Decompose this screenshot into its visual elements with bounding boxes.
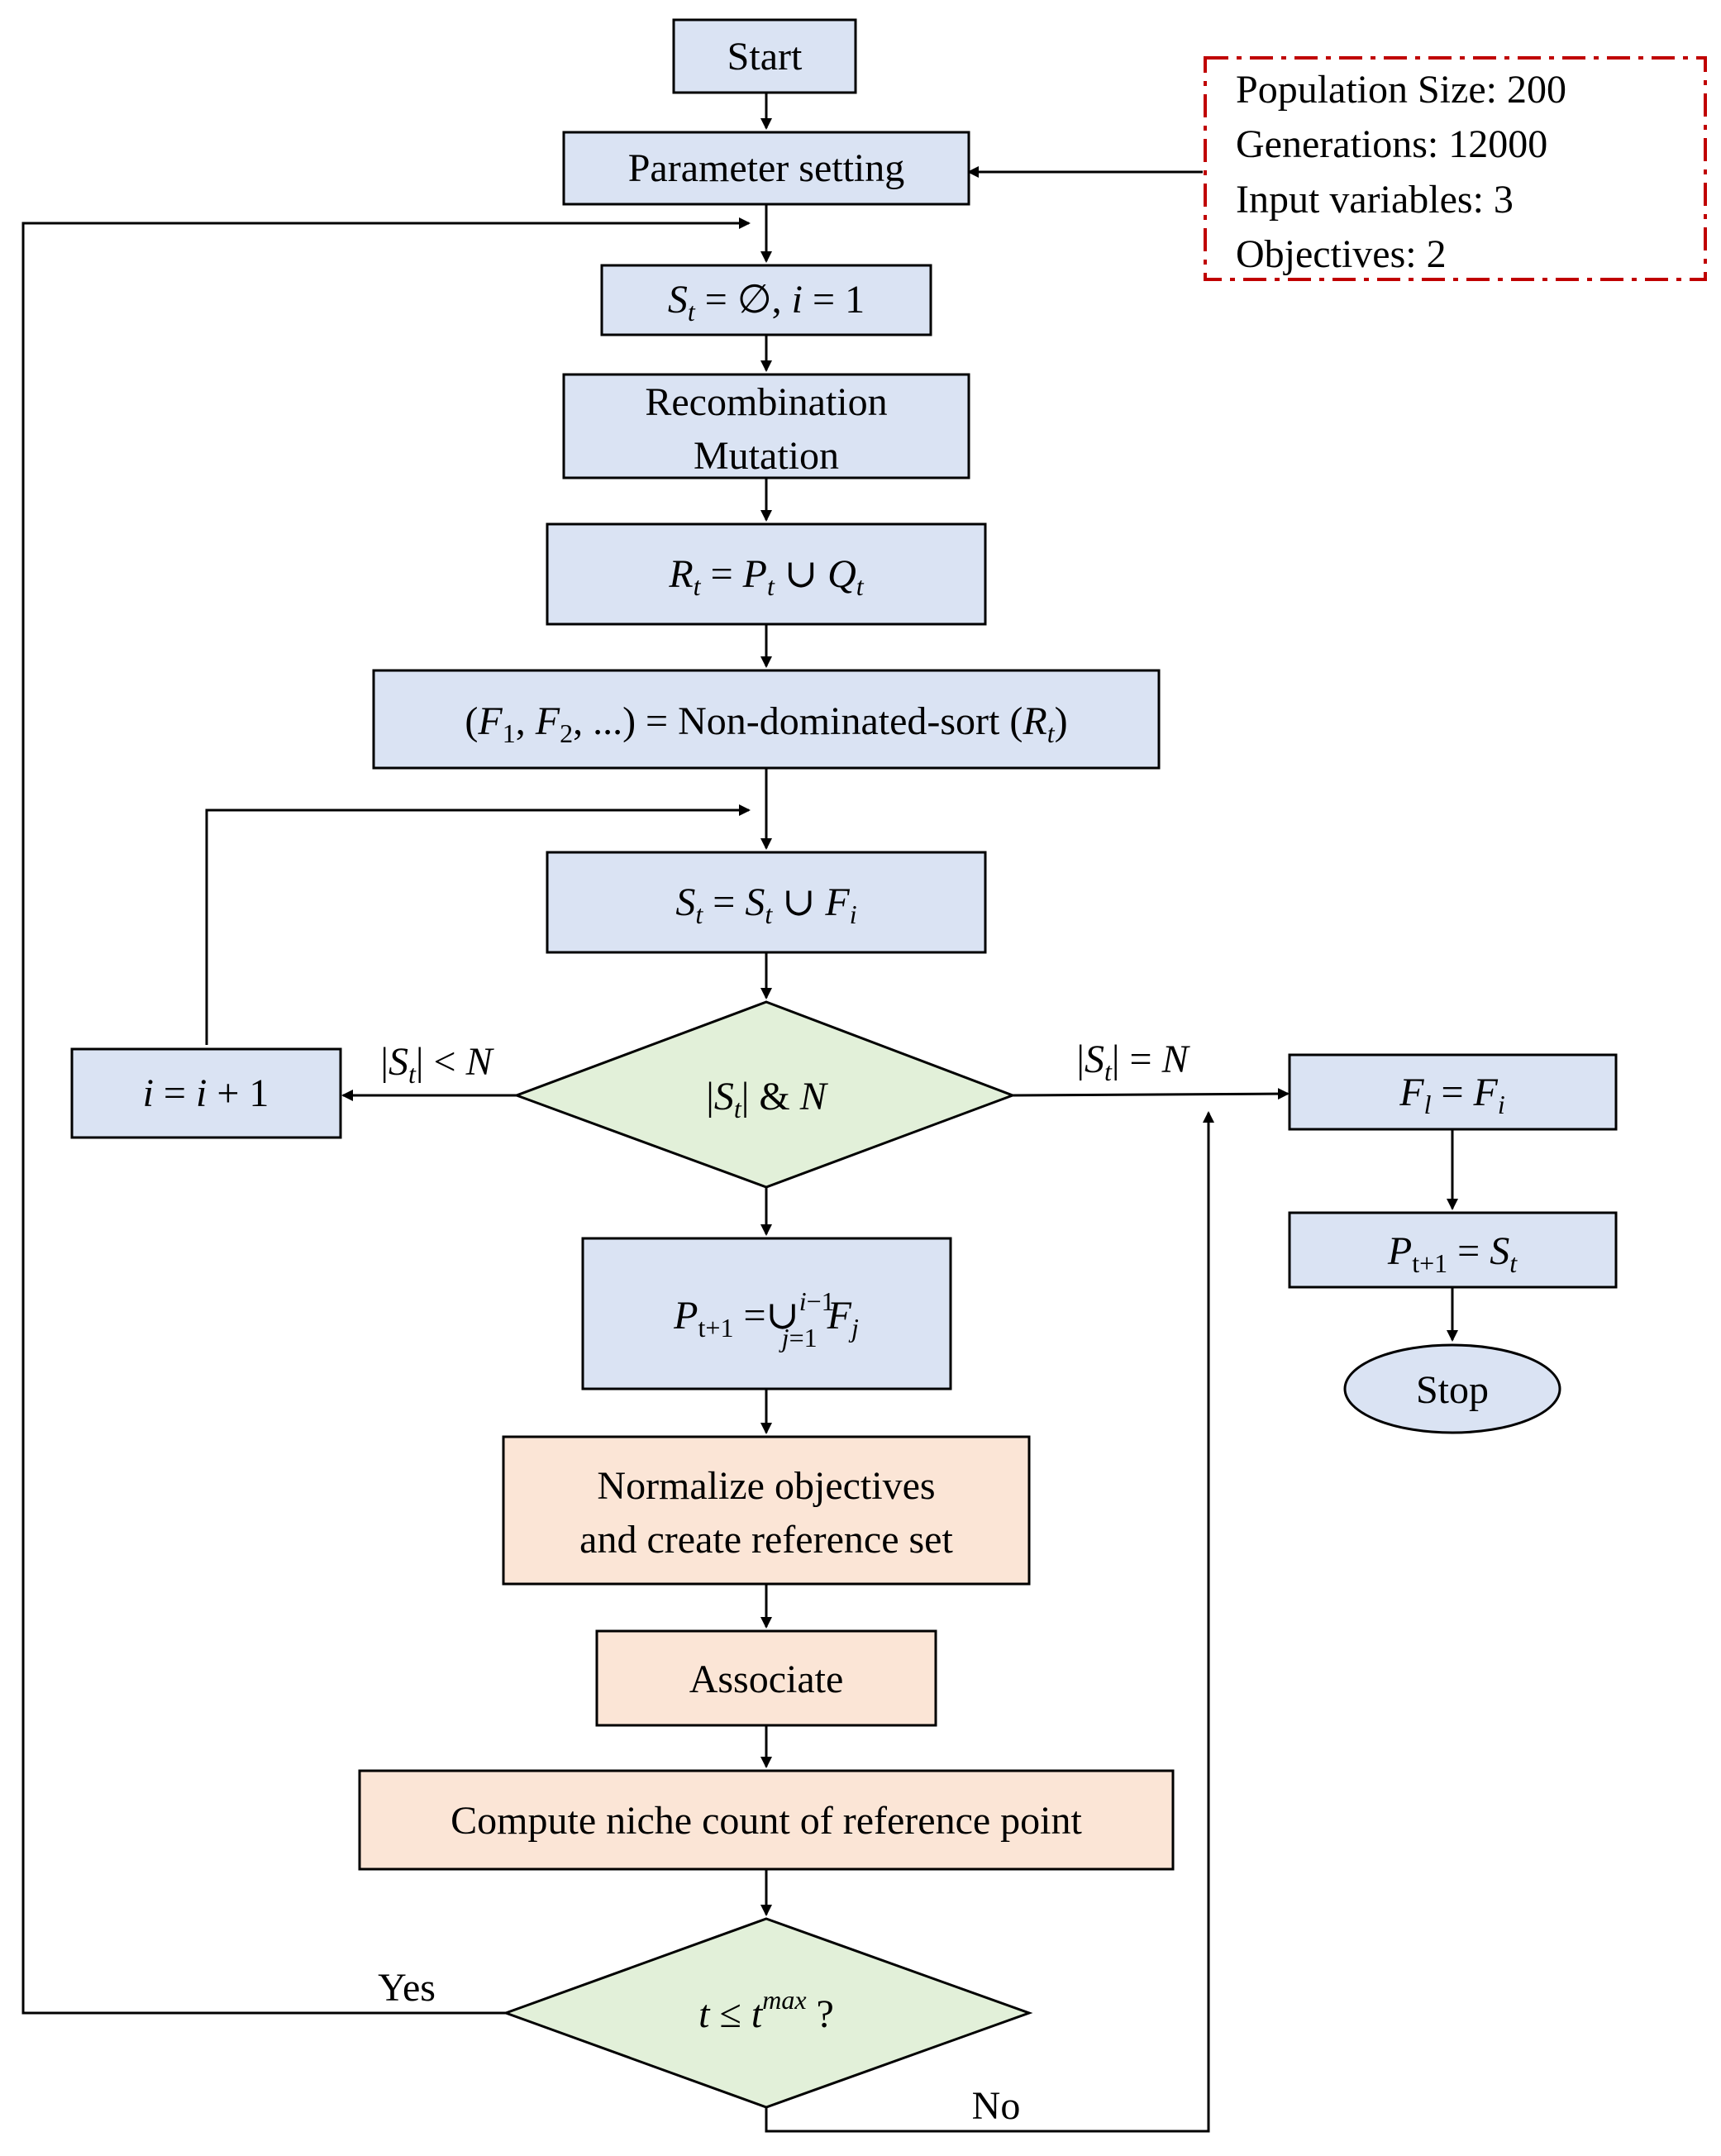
compare-label: |St| & N [706, 1075, 828, 1123]
next-pop-equal-node: Pt+1 = St [1288, 1211, 1618, 1289]
edge-yes: Yes [378, 1966, 436, 2010]
param-inputs: Input variables: 3 [1236, 178, 1514, 222]
init-node: St = ∅, i = 1 [600, 264, 932, 336]
normalize-label-1: Normalize objectives [597, 1464, 935, 1508]
associate-node: Associate [595, 1629, 937, 1727]
niche-node: Compute niche count of reference point [358, 1769, 1175, 1871]
param-generations: Generations: 12000 [1236, 122, 1547, 166]
param-population: Population Size: 200 [1236, 68, 1566, 112]
normalize-node: Normalize objectives and create referenc… [502, 1435, 1031, 1586]
stop-node: Stop [1343, 1343, 1561, 1434]
increment-label: i = i + 1 [143, 1071, 269, 1115]
edge-less-than: |St| < N [380, 1040, 494, 1089]
init-label: St = ∅, i = 1 [668, 278, 865, 327]
stop-label: Stop [1416, 1368, 1489, 1412]
connectors [21, 93, 1458, 2133]
start-node: Start [672, 18, 857, 94]
last-front-label: Fl = Fi [1399, 1071, 1505, 1119]
union-label: Rt = Pt ∪ Qt [668, 552, 864, 601]
param-objectives: Objectives: 2 [1236, 232, 1447, 276]
last-front-node: Fl = Fi [1288, 1053, 1618, 1131]
union-node: Rt = Pt ∪ Qt [546, 522, 987, 626]
associate-label: Associate [689, 1658, 844, 1701]
parameter-setting-node: Parameter setting [562, 131, 970, 206]
niche-label: Compute niche count of reference point [451, 1799, 1082, 1843]
nondominated-sort-label: (F1, F2, ...) = Non-dominated-sort (Rt) [465, 699, 1067, 748]
nondominated-sort-node: (F1, F2, ...) = Non-dominated-sort (Rt) [372, 669, 1161, 770]
recombination-label: Recombination [645, 380, 887, 424]
compare-decision: |St| & N [512, 1000, 1017, 1189]
termination-label: t ≤ tmax ? [698, 1985, 834, 2036]
next-pop-equal-label: Pt+1 = St [1387, 1229, 1518, 1278]
mutation-label: Mutation [694, 434, 839, 478]
edge-equal: |St| = N [1076, 1037, 1190, 1086]
parameters-box: Population Size: 200 Generations: 12000 … [1204, 56, 1707, 281]
normalize-label-2: and create reference set [579, 1518, 953, 1562]
start-label: Start [727, 35, 803, 79]
edge-no: No [972, 2084, 1021, 2128]
accumulate-node: St = St ∪ Fi [546, 851, 987, 954]
parameter-setting-label: Parameter setting [628, 146, 905, 190]
accumulate-label: St = St ∪ Fi [675, 880, 856, 929]
recombination-node: Recombination Mutation [562, 373, 970, 479]
termination-decision: t ≤ tmax ? [502, 1917, 1033, 2109]
increment-node: i = i + 1 [70, 1047, 342, 1139]
